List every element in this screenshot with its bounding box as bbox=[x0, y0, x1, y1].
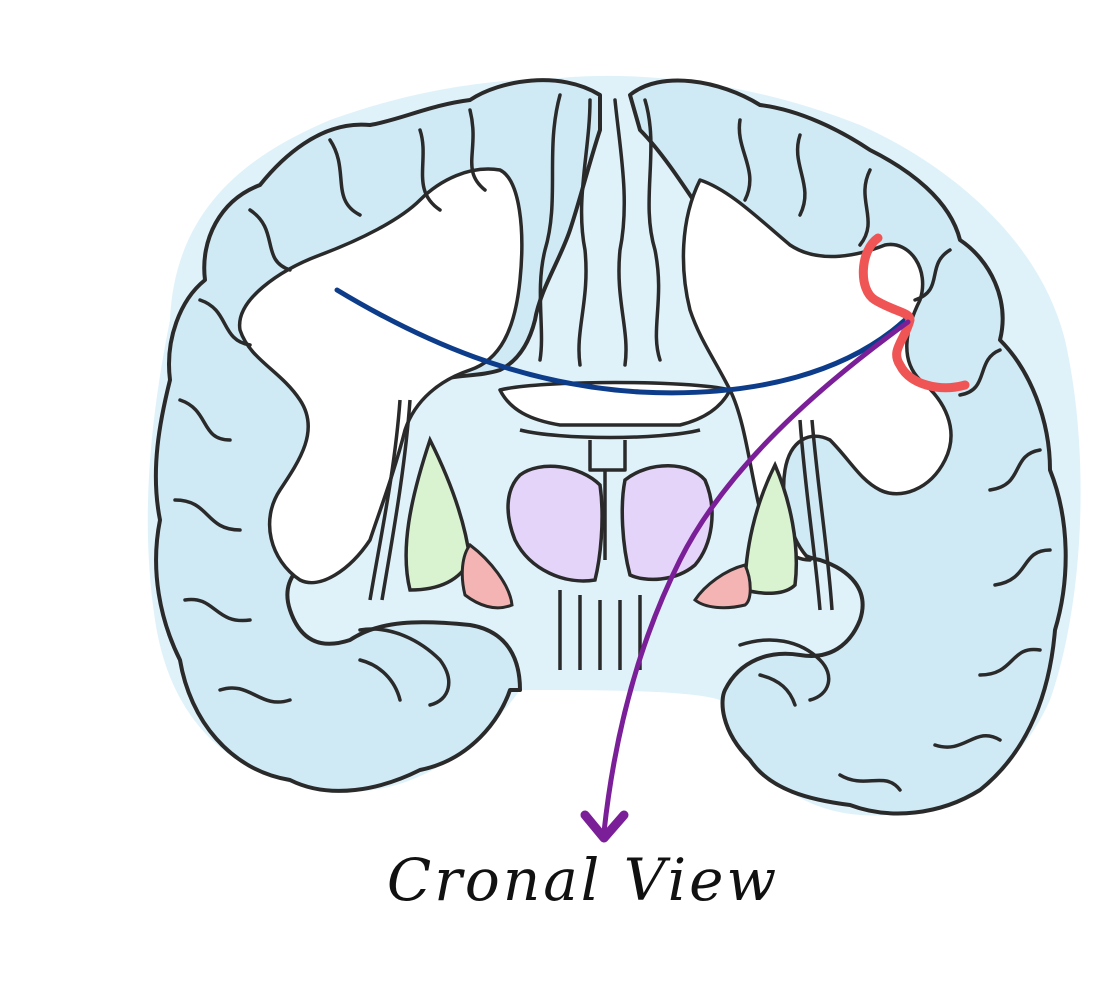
putamen-right bbox=[743, 460, 799, 596]
gyri-outlines bbox=[173, 93, 1052, 792]
globus-pallidus-left bbox=[460, 542, 514, 610]
temporal-details bbox=[358, 627, 831, 707]
left-white-matter bbox=[238, 167, 524, 585]
thalamus-left bbox=[506, 464, 604, 583]
thalamus-right bbox=[620, 464, 714, 582]
globus-pallidus-right bbox=[692, 563, 752, 610]
navy-arc bbox=[334, 287, 908, 396]
purple-arrow-line bbox=[601, 319, 911, 835]
diagram-caption: Cronal View bbox=[386, 846, 780, 914]
arrow-down-icon bbox=[580, 810, 629, 843]
red-curve-marker bbox=[858, 233, 970, 393]
putamen-left bbox=[404, 435, 472, 592]
